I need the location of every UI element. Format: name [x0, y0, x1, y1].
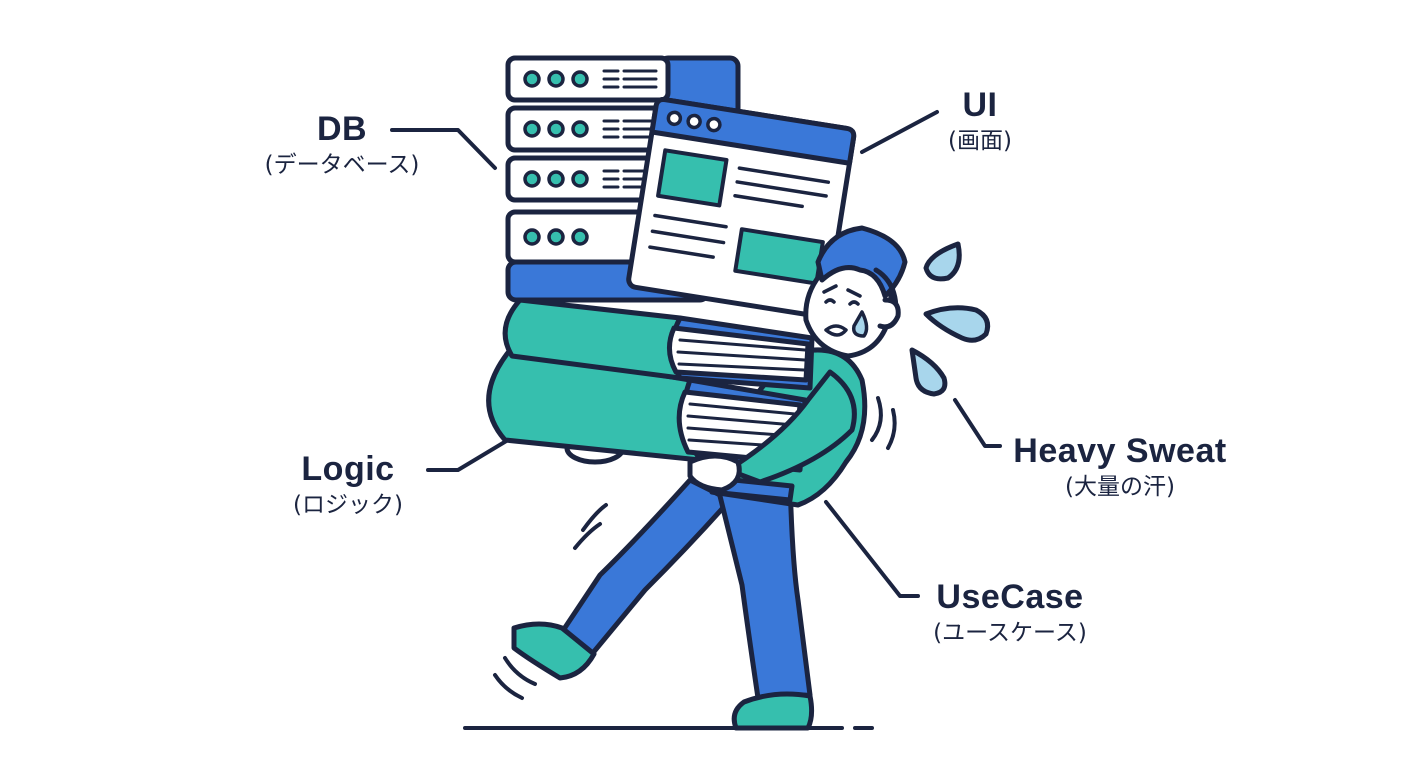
- db-label-subtitle: (データベース): [264, 152, 420, 178]
- logic-label-title: Logic: [301, 450, 395, 488]
- db-leader: [390, 128, 497, 170]
- logic-leader: [426, 438, 510, 472]
- usecase-label-title: UseCase: [936, 578, 1084, 616]
- heavy-sweat-label-title: Heavy Sweat: [1013, 432, 1227, 470]
- logic-label-subtitle: (ロジック): [293, 492, 403, 518]
- db-label: DB (データベース): [232, 110, 452, 180]
- usecase-label: UseCase (ユースケース): [910, 578, 1110, 648]
- logic-label: Logic (ロジック): [268, 450, 428, 520]
- usecase-leader: [824, 500, 920, 598]
- sweat-drops: [909, 241, 991, 397]
- ui-label: UI (画面): [900, 86, 1060, 156]
- worried-head: [803, 225, 908, 359]
- heavy-sweat-label: Heavy Sweat (大量の汗): [1000, 432, 1240, 502]
- leader-lines: [390, 110, 1002, 598]
- ui-label-subtitle: (画面): [948, 128, 1012, 154]
- db-label-title: DB: [316, 110, 368, 148]
- ui-label-title: UI: [962, 86, 998, 124]
- motion-lines: [493, 396, 897, 700]
- ui-leader: [860, 110, 939, 154]
- back-leg: [511, 477, 733, 681]
- usecase-label-subtitle: (ユースケース): [933, 620, 1087, 646]
- logic-books: [486, 297, 815, 473]
- front-leg: [715, 475, 815, 731]
- heavy-sweat-label-subtitle: (大量の汗): [1065, 474, 1175, 500]
- sweat-leader: [953, 398, 1002, 448]
- arms: [687, 369, 857, 493]
- ui-browser-window: [626, 96, 857, 319]
